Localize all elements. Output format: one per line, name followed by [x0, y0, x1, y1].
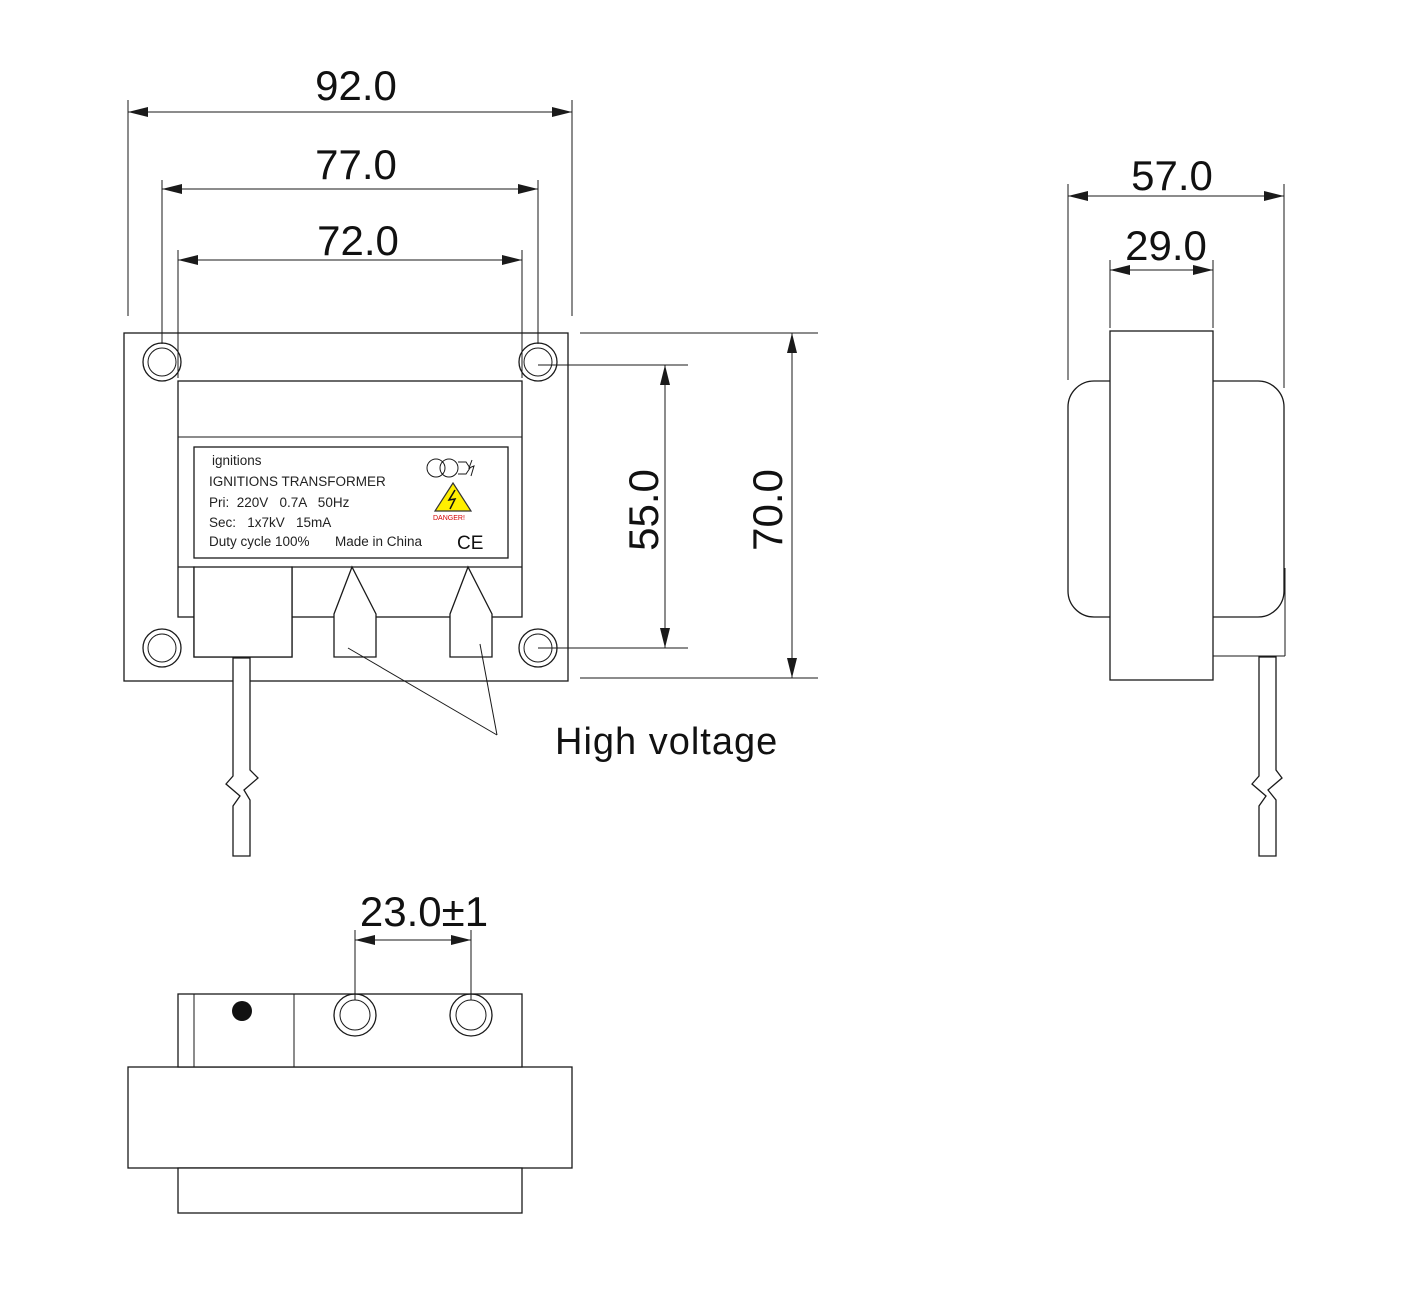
bottom-lead-dot — [232, 1001, 252, 1021]
front-lead-box — [193, 566, 293, 658]
nameplate: ignitions IGNITIONS TRANSFORMER Pri: 220… — [193, 446, 509, 559]
dim-overall-width: 92.0 — [315, 62, 397, 109]
ce-mark: CE — [457, 533, 483, 554]
mounting-hole-bottom-left — [142, 628, 182, 668]
nameplate-primary: Pri: 220V 0.7A 50Hz — [209, 495, 350, 510]
dim-hole-vertical-spacing: 55.0 — [620, 469, 667, 551]
dim-terminal-spacing: 23.0±1 — [360, 888, 488, 935]
dim-side-depth: 57.0 — [1131, 152, 1213, 199]
side-view: 57.0 29.0 — [1067, 152, 1286, 857]
dim-outer-hole-spacing: 77.0 — [315, 141, 397, 188]
nameplate-secondary: Sec: 1x7kV 15mA — [209, 515, 331, 530]
bottom-terminal-strip — [177, 993, 523, 1068]
front-hv-post-left — [333, 565, 377, 658]
bottom-main-body — [127, 1066, 573, 1169]
warning-label: DANGER! — [433, 515, 465, 522]
high-voltage-callout: High voltage — [555, 721, 778, 763]
hv-leader-right — [479, 643, 498, 736]
dim-core-depth: 29.0 — [1125, 222, 1207, 269]
side-wire — [1251, 656, 1283, 857]
transformer-symbol-icon — [426, 458, 475, 478]
front-wire — [225, 657, 259, 857]
nameplate-brand: ignitions — [212, 453, 262, 468]
front-view: ignitions IGNITIONS TRANSFORMER Pri: 220… — [123, 332, 778, 857]
bottom-view: 23.0±1 — [127, 888, 573, 1214]
dim-inner-hole-spacing: 72.0 — [317, 217, 399, 264]
front-hv-post-right — [449, 565, 493, 658]
side-core — [1109, 330, 1214, 681]
front-dimensions: 92.0 77.0 72.0 55.0 70.0 — [127, 62, 818, 679]
bottom-lower-body — [177, 1167, 523, 1214]
nameplate-origin: Made in China — [335, 534, 423, 549]
nameplate-duty: Duty cycle 100% — [209, 534, 310, 549]
dim-overall-height: 70.0 — [744, 469, 791, 551]
hv-leader-left — [347, 647, 498, 736]
nameplate-product: IGNITIONS TRANSFORMER — [209, 474, 386, 489]
high-voltage-warning-icon: DANGER! — [433, 481, 473, 522]
